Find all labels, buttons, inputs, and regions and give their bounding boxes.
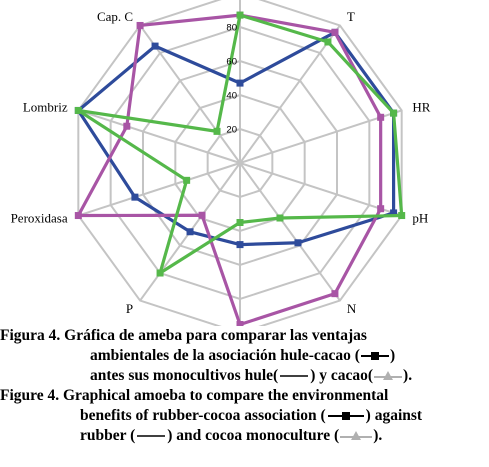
- caption-es-line-2: ambientales de la asociación hule-cacao …: [0, 346, 489, 366]
- caption-en-text-1: Graphical amoeba to compare the environm…: [63, 387, 389, 404]
- axis-label-7: Peroxidasa: [11, 211, 68, 226]
- axis-label-4: N: [347, 301, 357, 316]
- series-2-point-6: [198, 211, 206, 219]
- caption-es-line-1: Figura 4. Gráfica de ameba para comparar…: [0, 326, 489, 346]
- series-1-point-0: [236, 79, 244, 87]
- series-2-point-4: [331, 290, 339, 298]
- series-1-point-3: [390, 209, 398, 217]
- tick-label-40: 40: [226, 91, 237, 102]
- radar-series: [74, 11, 406, 326]
- caption-es-text-3b: ) y cacao(: [310, 367, 374, 384]
- caption-es-text-2b: ): [389, 347, 396, 364]
- spoke-7: [78, 162, 241, 217]
- caption-es-line-3: antes sus monocultivos hule( ) y cacao().: [0, 366, 489, 386]
- caption-en-label: Figure 4.: [0, 387, 60, 404]
- caption-en-text-2a: benefits of rubber-cocoa association (: [80, 407, 326, 424]
- series-3-point-8: [74, 106, 82, 114]
- caption-en-line-1: Figure 4. Graphical amoeba to compare th…: [0, 386, 489, 406]
- series-3-point-0: [236, 11, 244, 19]
- radar-grid: [77, 0, 403, 326]
- caption-es-label: Figura 4.: [0, 327, 61, 344]
- axis-label-9: Cap. C: [97, 9, 133, 24]
- legend-triangle-line-icon: [340, 431, 373, 441]
- series-2-point-2: [377, 113, 385, 121]
- amoeba-radar-chart: 20406080100 LuzTHRpHNM.OPPeroxidasaLombr…: [11, 0, 431, 326]
- series-2-point-9: [136, 21, 144, 29]
- axis-label-8: Lombriz: [23, 99, 68, 114]
- series-3-point-2: [390, 109, 398, 117]
- series-1-point-7: [131, 193, 139, 201]
- caption-en-text-3a: rubber (: [80, 427, 136, 444]
- series-2-point-3: [377, 205, 385, 213]
- legend-plain-line-icon: [280, 375, 309, 378]
- series-3-point-3: [398, 212, 406, 220]
- caption-en-line-2: benefits of rubber-cocoa association ( ) …: [0, 406, 489, 426]
- spoke-8: [78, 109, 241, 164]
- series-3-point-5: [236, 219, 244, 226]
- figure-caption: Figura 4. Gráfica de ameba para comparar…: [0, 326, 489, 446]
- spoke-2: [239, 109, 402, 164]
- series-3-point-9: [213, 127, 221, 135]
- caption-es-text-3a: antes sus monocultivos hule(: [90, 367, 279, 384]
- tick-label-20: 20: [226, 125, 237, 136]
- series-3-point-1: [324, 38, 332, 46]
- caption-es-text-2a: ambientales de la asociación hule-cacao …: [90, 347, 360, 364]
- legend-square-line-icon: [327, 412, 364, 421]
- legend-square-line-icon: [360, 352, 389, 361]
- legend-plain-line-icon: [137, 435, 166, 438]
- axis-label-6: P: [126, 301, 133, 316]
- spoke-4: [239, 162, 341, 302]
- radar-axis-labels: LuzTHRpHNM.OPPeroxidasaLombrizCap. C: [11, 9, 431, 316]
- series-2-point-5: [236, 321, 244, 326]
- caption-es-text-3c: ).: [403, 367, 413, 384]
- radar-tick-labels: 20406080100: [226, 23, 237, 136]
- spoke-1: [239, 24, 341, 164]
- series-1-point-6: [186, 228, 194, 236]
- series-1-point-5: [236, 241, 244, 249]
- caption-en-line-3: rubber ( ) and cocoa monoculture ().: [0, 426, 489, 446]
- series-2-point-8: [123, 122, 131, 130]
- caption-es-text-1: Gráfica de ameba para comparar las venta…: [64, 327, 367, 344]
- tick-label-80: 80: [226, 23, 237, 34]
- caption-en-text-3b: ) and cocoa monoculture (: [167, 427, 340, 444]
- axis-label-1: T: [347, 9, 355, 24]
- series-3-point-4: [276, 214, 284, 222]
- caption-en-text-3c: ).: [373, 427, 383, 444]
- series-3-point-6: [156, 269, 164, 277]
- series-3-point-7: [183, 176, 191, 184]
- tick-label-60: 60: [226, 57, 237, 68]
- axis-label-2: HR: [412, 99, 430, 114]
- spoke-3: [239, 162, 402, 217]
- series-1-point-9: [151, 42, 159, 50]
- grid-ring-100: [77, 0, 403, 326]
- series-1-point-4: [294, 239, 302, 247]
- axis-label-3: pH: [412, 211, 428, 226]
- legend-triangle-line-icon: [374, 371, 403, 381]
- series-2-point-1: [331, 28, 339, 36]
- series-2-point-7: [74, 212, 82, 220]
- caption-en-text-2b: ) against: [365, 407, 423, 424]
